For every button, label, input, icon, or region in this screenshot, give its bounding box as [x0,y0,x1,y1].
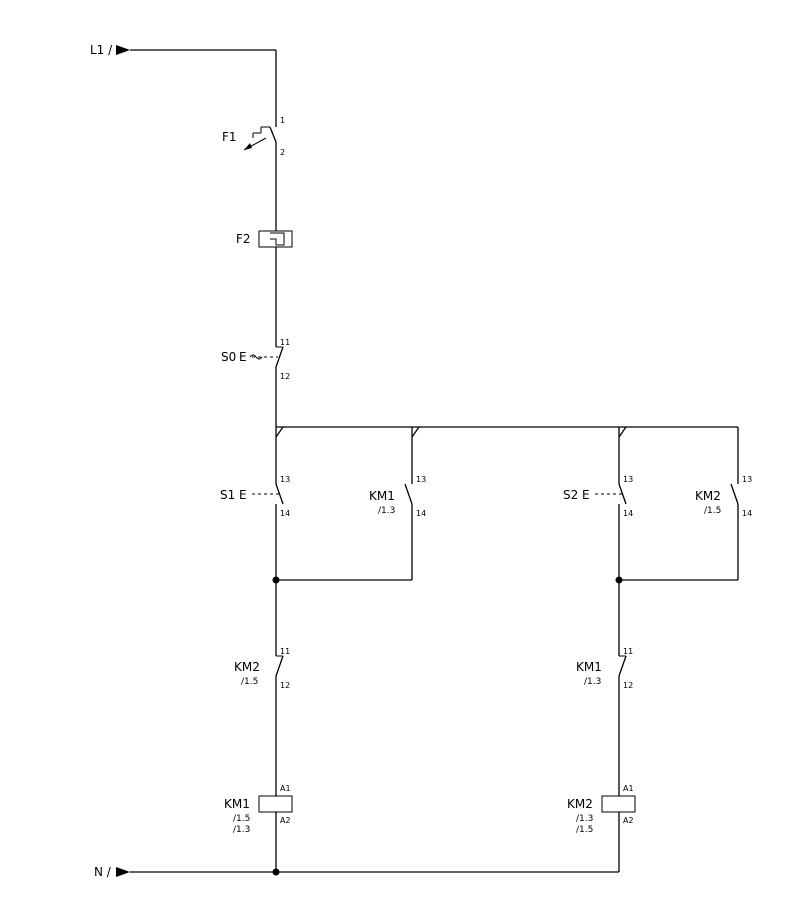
s2-pin-bottom: 14 [623,509,633,518]
km1-coil-tag: KM1 [224,797,250,811]
km1-coil-pin-top: A1 [280,784,291,793]
km2-interlock-contact: KM2 /1.5 11 12 [234,647,290,690]
s0-actuator: E [239,350,247,364]
km2-holding-tag: KM2 [695,489,721,503]
s1-start-button: S1 E 13 14 [220,475,290,518]
l1-label: L1 / [90,43,113,57]
f1-pin-bottom: 2 [280,148,285,157]
km1-holding-tag: KM1 [369,489,395,503]
s1-pin-bottom: 14 [280,509,290,518]
s2-tag: S2 [563,488,578,502]
n-arrow-icon [116,867,130,877]
km1-holding-pin-top: 13 [416,475,426,484]
km1-coil-pin-bottom: A2 [280,816,291,825]
s2-actuator: E [582,488,590,502]
km2-holding-pin-bottom: 14 [742,509,752,518]
s1-actuator: E [239,488,247,502]
km1-interlock-pin-bottom: 12 [623,681,633,690]
km2-coil: KM2 /1.3 /1.5 A1 A2 [567,784,636,835]
s2-pin-top: 13 [623,475,633,484]
s1-pin-top: 13 [280,475,290,484]
f2-thermal-overload: F2 [236,230,293,248]
s0-pin-bottom: 12 [280,372,290,381]
km1-coil: KM1 /1.5 /1.3 A1 A2 [224,784,293,835]
km2-interlock-ref: /1.5 [241,677,258,687]
s0-pin-top: 11 [280,338,290,347]
km2-coil-pin-top: A1 [623,784,634,793]
km2-interlock-pin-top: 11 [280,647,290,656]
km2-coil-ref1: /1.3 [576,814,593,824]
km1-holding-contact: KM1 /1.3 13 14 [369,475,426,518]
km1-interlock-ref: /1.3 [584,677,601,687]
s0-stop-button: S0 E 11 12 [221,338,290,381]
km1-interlock-pin-top: 11 [623,647,633,656]
f1-circuit-breaker: F1 1 2 [222,116,285,157]
km2-holding-pin-top: 13 [742,475,752,484]
s0-tag: S0 [221,350,236,364]
f1-trip-arrow-icon [244,143,252,150]
l1-arrow-icon [116,45,130,55]
n-label: N / [94,865,112,879]
km1-holding-pin-bottom: 14 [416,509,426,518]
km1-coil-ref1: /1.5 [233,814,250,824]
s2-start-button: S2 E 13 14 [563,475,633,518]
km2-interlock-pin-bottom: 12 [280,681,290,690]
km1-interlock-tag: KM1 [576,660,602,674]
s1-tag: S1 [220,488,235,502]
km2-coil-ref2: /1.5 [576,825,593,835]
f1-pin-top: 1 [280,116,285,125]
km1-holding-ref: /1.3 [378,506,395,516]
km2-holding-contact: KM2 /1.5 13 14 [695,475,752,518]
junction-dot [272,868,280,876]
km2-interlock-tag: KM2 [234,660,260,674]
km2-coil-tag: KM2 [567,797,593,811]
km1-coil-ref2: /1.3 [233,825,250,835]
km2-holding-ref: /1.5 [704,506,721,516]
km1-interlock-contact: KM1 /1.3 11 12 [576,647,633,690]
l1-supply: L1 / [90,43,277,120]
n-return: N / [94,865,619,879]
km2-coil-pin-bottom: A2 [623,816,634,825]
f2-tag: F2 [236,232,251,246]
f1-tag: F1 [222,130,237,144]
